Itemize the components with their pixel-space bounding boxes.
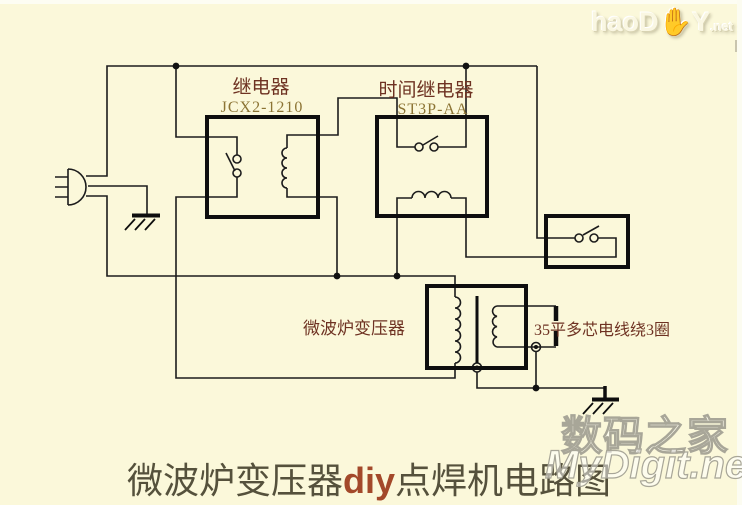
wire-timer-contact-to-rail — [438, 66, 467, 148]
timer-contact-terminal — [414, 142, 424, 152]
wire-earth — [88, 185, 148, 214]
wire-timer-coil-left — [396, 197, 412, 276]
watermark-site-cn: 数码之家 — [560, 412, 729, 459]
wire-neutral-lower-rail — [86, 195, 456, 297]
junction-dot — [333, 272, 341, 280]
junction-dot — [462, 62, 470, 70]
logo-text: Y — [692, 7, 711, 37]
wire-core-to-ground — [476, 372, 605, 389]
junction-dot — [532, 384, 540, 392]
title-part3: 点焊机电路图 — [395, 461, 612, 501]
junction-dot — [172, 62, 180, 70]
transformer-secondary-coil — [491, 305, 498, 348]
title-accent: diy — [343, 460, 396, 501]
relay-contact-terminal — [232, 154, 242, 164]
logo-suffix: .net — [710, 19, 734, 34]
haodiy-logo: haoD✋Y.net — [591, 6, 733, 38]
transformer-primary-coil — [454, 296, 462, 364]
timer-coil — [411, 190, 452, 199]
wire-relay-coil-to-rail — [286, 188, 338, 276]
manual-switch-terminal — [589, 233, 599, 243]
relay-name-label: 继电器 — [232, 77, 290, 98]
earth-ground-icon — [124, 213, 160, 231]
terminal-dot — [475, 365, 479, 370]
manual-switch-lever — [582, 225, 600, 236]
right-edge-strip — [737, 0, 742, 505]
transformer-label: 微波炉变压器 — [303, 319, 405, 338]
watermark-site-en: MyDigit.net — [544, 442, 742, 487]
terminal-dot — [534, 345, 538, 349]
logo-text: haoD — [591, 7, 659, 37]
relay-coil — [281, 147, 288, 189]
top-edge-strip — [0, 0, 742, 4]
timer-relay-name-label: 时间继电器 — [378, 80, 474, 101]
manual-switch-box — [544, 214, 630, 269]
title-part1: 微波炉变压器 — [127, 461, 344, 501]
plug-icon — [67, 168, 87, 206]
timer-contact-lever — [422, 135, 439, 146]
manual-switch-terminal — [574, 233, 584, 243]
secondary-winding-note: 35平多芯电线绕3圈 — [534, 322, 671, 339]
hand-icon: ✋ — [658, 7, 693, 37]
output-terminal-icon — [530, 341, 542, 353]
wire-relay-contact-out — [175, 177, 456, 379]
timer-relay-box — [375, 115, 489, 218]
relay-contact-terminal — [232, 168, 242, 178]
edge-tick-mark — [735, 40, 737, 52]
junction-dot — [393, 272, 401, 280]
timer-contact-terminal — [429, 142, 439, 152]
page-title: 微波炉变压器diy点焊机电路图 — [127, 452, 611, 504]
timer-relay-model-label: ST3P-AA — [397, 101, 469, 118]
relay-box — [205, 115, 320, 219]
relay-model-label: JCX2-1210 — [220, 99, 304, 116]
wire-relay-coil-to-timer-contact — [286, 97, 415, 148]
relay-contact-lever — [225, 152, 236, 172]
chassis-ground-icon — [582, 386, 619, 415]
wire-live-top-rail — [86, 65, 537, 177]
plug-prongs — [55, 176, 68, 198]
wire-manual-switch-to-timer-coil — [451, 197, 617, 258]
wire-rail-to-manual-switch — [536, 66, 575, 239]
